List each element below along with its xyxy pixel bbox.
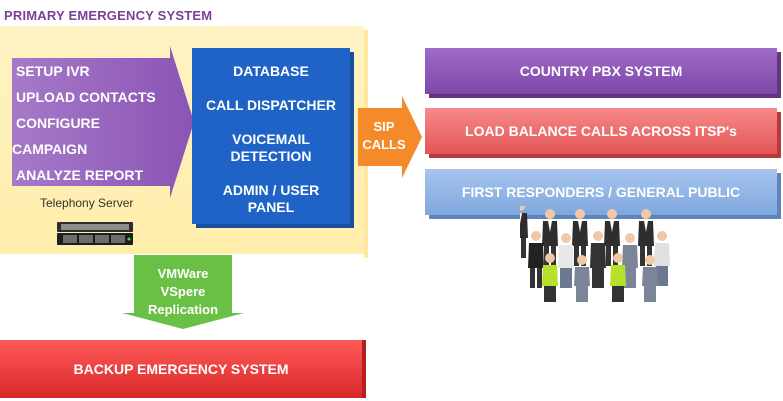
replication-arrow (122, 255, 244, 329)
load-balance-bar: LOAD BALANCE CALLS ACROSS ITSP's (425, 108, 777, 154)
dispatcher-item-call-dispatcher: CALL DISPATCHER (206, 97, 336, 113)
ivr-item-campaign: CAMPAIGN (12, 141, 88, 157)
replication-line3: Replication (147, 302, 219, 317)
first-responders-bar: FIRST RESPONDERS / GENERAL PUBLIC (425, 169, 777, 215)
ivr-item-configure: CONFIGURE (16, 115, 100, 131)
replication-line2: VSpere (160, 284, 206, 299)
ivr-item-analyze-report: ANALYZE REPORT (16, 167, 144, 183)
sip-calls-label: SIP CALLS (358, 118, 410, 154)
sip-calls-arrow (358, 96, 422, 178)
country-pbx-bar: COUNTRY PBX SYSTEM (425, 48, 777, 94)
replication-line1: VMWare (157, 266, 209, 281)
sip-label-line2: CALLS (362, 137, 406, 152)
dispatcher-item-voicemail-detection: VOICEMAIL DETECTION (230, 131, 312, 164)
ivr-item-setup: SETUP IVR (16, 63, 90, 79)
sip-label-line1: SIP (373, 119, 395, 134)
ivr-item-upload-contacts: UPLOAD CONTACTS (16, 89, 156, 105)
dispatcher-item-database: DATABASE (233, 63, 309, 79)
server-icon (57, 222, 133, 245)
dispatcher-box (192, 48, 350, 224)
telephony-server-label: Telephony Server (40, 196, 134, 210)
replication-label: VMWare VSpere Replication (134, 265, 232, 319)
ivr-menu-arrow (12, 46, 194, 198)
backup-system-bar: BACKUP EMERGENCY SYSTEM (0, 340, 362, 398)
dispatcher-item-admin-panel: ADMIN / USER PANEL (222, 182, 320, 215)
primary-system-title: PRIMARY EMERGENCY SYSTEM (4, 8, 213, 23)
crowd-icon (520, 206, 670, 302)
